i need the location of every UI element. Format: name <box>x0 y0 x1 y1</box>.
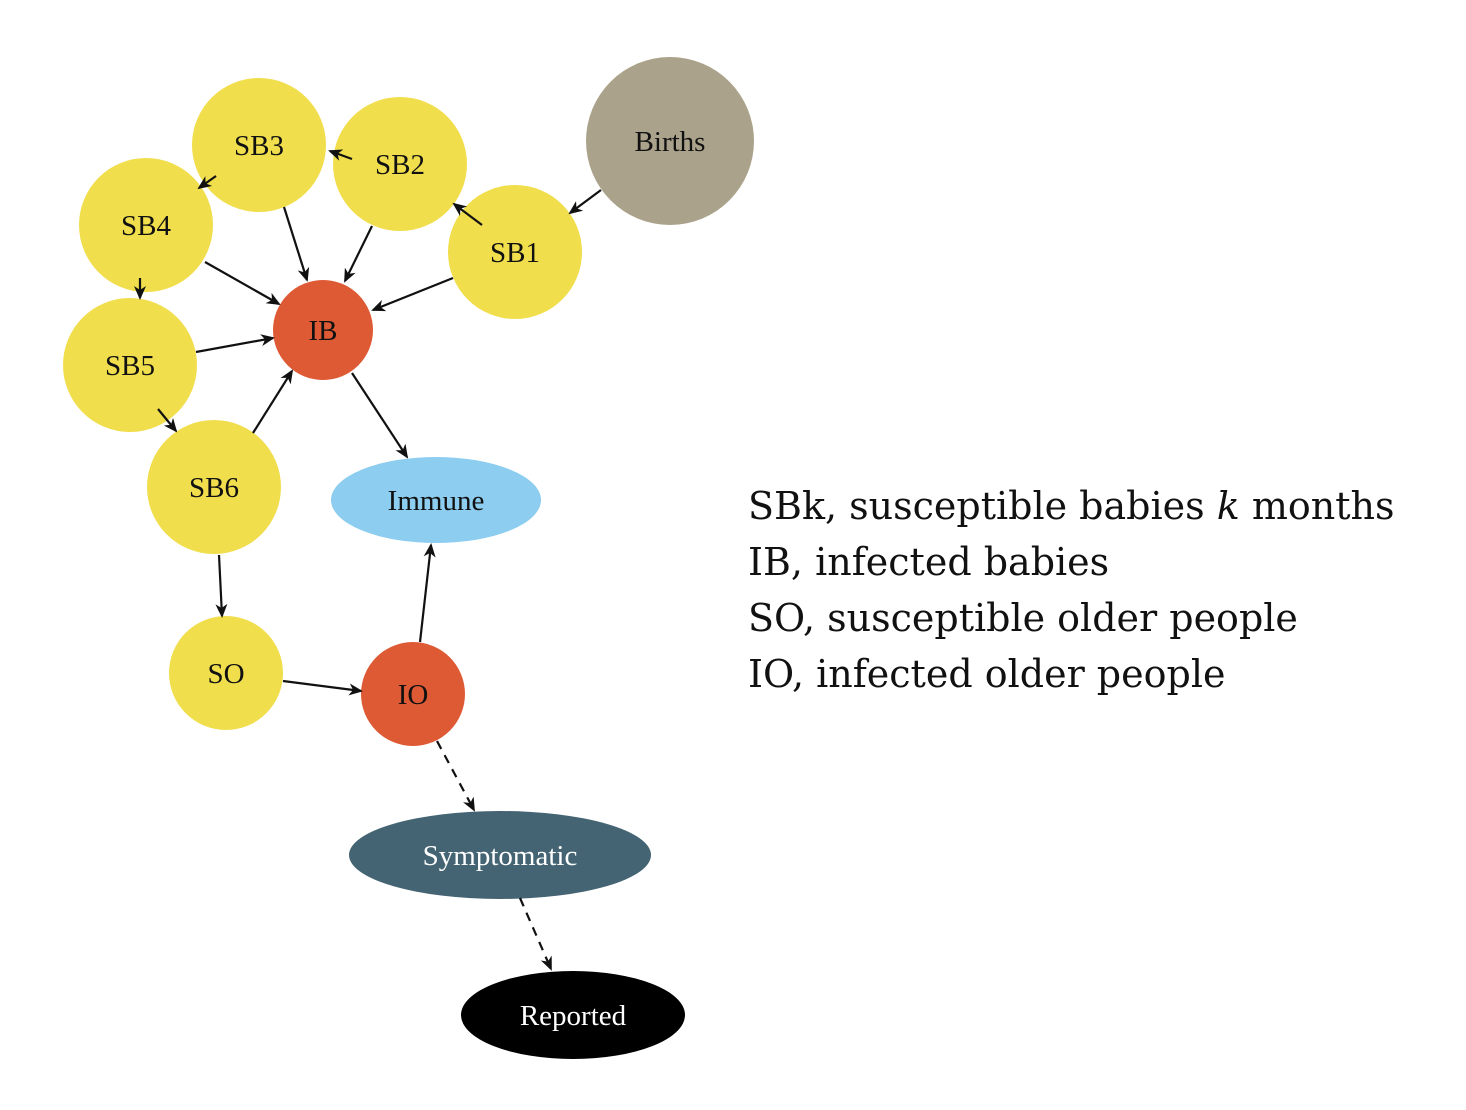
node-sb6: SB6 <box>147 420 281 554</box>
edge-sb4-ib <box>204 261 281 305</box>
edge-births-sb1 <box>568 189 602 215</box>
node-ib-label: IB <box>309 315 338 347</box>
node-sb4: SB4 <box>79 158 213 292</box>
legend-so: SO, susceptible older people <box>748 596 1298 640</box>
node-immune: Immune <box>331 457 541 543</box>
node-reported: Reported <box>461 971 685 1059</box>
legend-sbk-variable: k <box>1216 484 1240 528</box>
node-reported-label: Reported <box>520 1000 627 1032</box>
node-io-label: IO <box>398 679 429 711</box>
node-sb2: SB2 <box>333 97 467 231</box>
edge-sb1-ib <box>371 276 454 312</box>
node-symptomatic-label: Symptomatic <box>423 840 578 872</box>
edge-sb5-ib <box>195 334 275 354</box>
node-immune-label: Immune <box>388 485 485 517</box>
node-symptomatic: Symptomatic <box>349 811 651 899</box>
edge-symptomatic-reported <box>518 897 553 971</box>
edge-sb2-ib <box>344 225 373 283</box>
edge-sb1-sb2 <box>452 202 483 226</box>
node-sb5-label: SB5 <box>105 350 155 382</box>
node-sb1: SB1 <box>448 185 582 319</box>
edge-so-io <box>282 679 363 696</box>
node-sb5: SB5 <box>63 298 197 432</box>
edge-ib-immune <box>351 372 409 459</box>
node-sb3: SB3 <box>192 78 326 212</box>
node-so-label: SO <box>207 658 244 690</box>
edge-sb5-sb6 <box>157 408 178 433</box>
legend-io: IO, infected older people <box>748 652 1226 696</box>
node-so: SO <box>169 616 283 730</box>
edge-sb2-sb3 <box>328 149 353 161</box>
node-births-label: Births <box>635 126 706 158</box>
node-sb4-label: SB4 <box>121 210 171 242</box>
edge-sb6-so <box>215 554 228 618</box>
edge-sb3-ib <box>282 206 310 282</box>
edge-sb3-sb4 <box>197 175 217 190</box>
node-sb1-label: SB1 <box>490 237 540 269</box>
edge-io-symptomatic <box>436 740 475 812</box>
legend-sbk-suffix: months <box>1239 484 1395 528</box>
edge-sb6-ib <box>252 369 294 434</box>
node-births: Births <box>586 57 754 225</box>
legend: SBk, susceptible babies k months IB, inf… <box>748 478 1394 702</box>
node-sb3-label: SB3 <box>234 130 284 162</box>
legend-sbk: SBk, susceptible babies k months <box>748 478 1394 534</box>
legend-ib: IB, infected babies <box>748 540 1110 584</box>
legend-sbk-prefix: SBk, susceptible babies <box>748 484 1217 528</box>
edge-io-immune <box>418 543 436 643</box>
node-io: IO <box>361 642 465 746</box>
node-sb6-label: SB6 <box>189 472 239 504</box>
node-ib: IB <box>273 280 373 380</box>
node-sb2-label: SB2 <box>375 149 425 181</box>
